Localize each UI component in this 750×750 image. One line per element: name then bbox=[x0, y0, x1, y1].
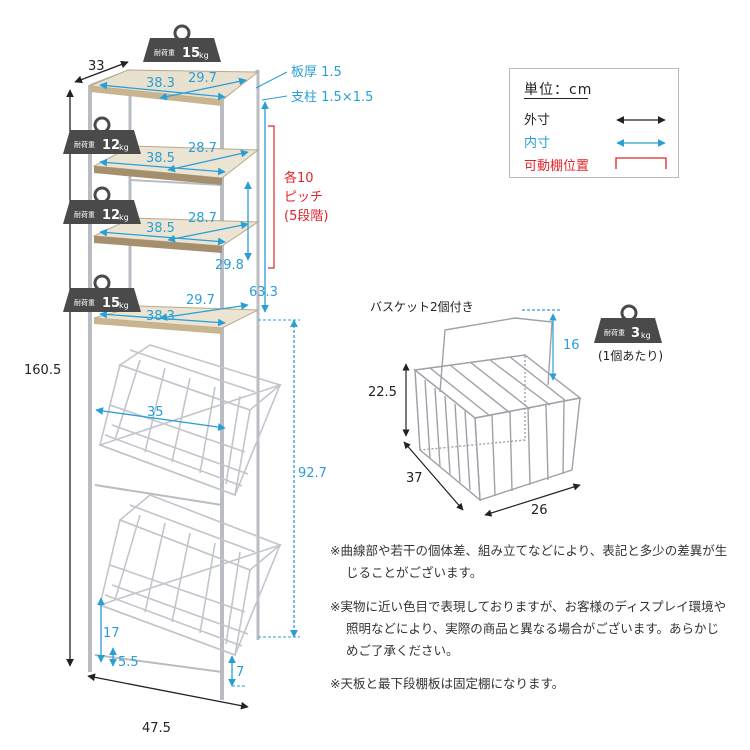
basket-dimension-lines bbox=[402, 363, 581, 517]
note-1-text: ※曲線部や若干の個体差、組み立てなどにより、表記と多少の差異が生じることがござい… bbox=[330, 543, 728, 580]
note-3-text: ※天板と最下段棚板は固定棚になります。 bbox=[330, 676, 565, 691]
note-3: ※天板と最下段棚板は固定棚になります。 bbox=[330, 673, 730, 695]
dim-depth: 33 bbox=[88, 59, 105, 74]
weight-value: 15 bbox=[182, 46, 200, 61]
legend-title: 単位：cm bbox=[524, 82, 593, 98]
weight-unit: kg bbox=[119, 143, 129, 152]
legend-movable-label: 可動棚位置 bbox=[524, 159, 590, 174]
weight-label: 耐荷重 bbox=[74, 140, 95, 149]
weight-value: 12 bbox=[102, 208, 120, 223]
legend-box: 単位：cm 外寸 内寸 可動棚位置 bbox=[509, 68, 679, 178]
weight-unit: kg bbox=[119, 301, 129, 310]
shelf-4-width: 38.3 bbox=[146, 309, 175, 324]
weight-label: 耐荷重 bbox=[604, 328, 625, 337]
weight-value: 12 bbox=[102, 138, 120, 153]
dim-foot-height: 5.5 bbox=[118, 655, 139, 670]
board-thickness-label: 板厚 1.5 bbox=[291, 65, 342, 80]
shelf-3-depth: 28.7 bbox=[188, 211, 217, 226]
weight-badge-shelf-4: 耐荷重 15 kg bbox=[63, 274, 141, 312]
weight-badge-shelf-3: 耐荷重 12 kg bbox=[63, 186, 141, 224]
basket-caption: バスケット2個付き bbox=[370, 300, 474, 314]
legend-outer-arrow bbox=[616, 116, 666, 124]
post-size-label: 支柱 1.5×1.5 bbox=[291, 90, 373, 105]
board-leader-line bbox=[255, 71, 288, 89]
shelf-4-depth: 29.7 bbox=[186, 293, 215, 308]
pitch-line-3: (5段階) bbox=[284, 209, 328, 224]
extension-lines bbox=[232, 319, 300, 687]
weight-unit: kg bbox=[119, 213, 129, 222]
legend-inner-arrow bbox=[616, 139, 666, 147]
shelf-3-width: 38.5 bbox=[146, 221, 175, 236]
note-2: ※実物に近い色目で表現しておりますが、お客様のディスプレイ環境や照明などにより、… bbox=[330, 596, 730, 662]
note-1: ※曲線部や若干の個体差、組み立てなどにより、表記と多少の差異が生じることがござい… bbox=[330, 540, 730, 584]
dim-basket-inner-width: 35 bbox=[147, 405, 164, 420]
basket-depth: 37 bbox=[406, 471, 423, 486]
legend-outer-label: 外寸 bbox=[524, 113, 551, 128]
weight-label: 耐荷重 bbox=[154, 48, 175, 57]
weight-badge-shelf-2: 耐荷重 12 kg bbox=[63, 116, 141, 154]
weight-badge-shelf-1: 耐荷重 15 kg bbox=[143, 24, 221, 62]
inner-dimension-lines bbox=[95, 77, 298, 687]
note-2-text: ※実物に近い色目で表現しておりますが、お客様のディスプレイ環境や照明などにより、… bbox=[330, 599, 727, 658]
legend-inner-label: 内寸 bbox=[524, 136, 551, 151]
basket-handle-dim bbox=[522, 309, 560, 381]
legend-movable-bracket bbox=[615, 157, 667, 169]
dim-basket-section: 92.7 bbox=[298, 466, 327, 481]
weight-label: 耐荷重 bbox=[74, 210, 95, 219]
weight-value: 3 bbox=[631, 326, 640, 341]
dim-height-total: 160.5 bbox=[24, 363, 61, 378]
legend-title-underline bbox=[524, 98, 588, 99]
weight-label: 耐荷重 bbox=[74, 298, 95, 307]
movable-range-bracket bbox=[268, 125, 275, 269]
shelf-1-depth: 29.7 bbox=[188, 71, 217, 86]
basket-width: 26 bbox=[531, 503, 548, 518]
weight-value: 15 bbox=[102, 296, 120, 311]
outer-dimension-lines bbox=[66, 60, 249, 710]
weight-badge-basket: 耐荷重 3 kg bbox=[594, 304, 662, 343]
basket-handle-height: 16 bbox=[563, 338, 580, 353]
dim-width-outer: 47.5 bbox=[142, 721, 171, 736]
pitch-line-1: 各10 bbox=[284, 170, 314, 186]
post-leader-line bbox=[261, 95, 288, 101]
dim-shelf-gap: 29.8 bbox=[215, 258, 244, 273]
dim-bottom-shelf-gap: 7 bbox=[236, 665, 244, 680]
dim-inner-upper: 63.3 bbox=[249, 285, 278, 300]
shelf-2-depth: 28.7 bbox=[188, 141, 217, 156]
weight-unit: kg bbox=[641, 331, 651, 340]
shelf-1-width: 38.3 bbox=[146, 76, 175, 91]
basket-load-note: (1個あたり) bbox=[598, 349, 663, 363]
basket-illustration bbox=[413, 317, 582, 502]
pitch-line-2: ピッチ bbox=[284, 190, 323, 205]
basket-height: 22.5 bbox=[368, 385, 397, 400]
dim-bottom-clearance: 17 bbox=[103, 626, 120, 641]
weight-unit: kg bbox=[199, 51, 209, 60]
shelf-2-width: 38.5 bbox=[146, 151, 175, 166]
rack-baskets bbox=[97, 344, 282, 657]
